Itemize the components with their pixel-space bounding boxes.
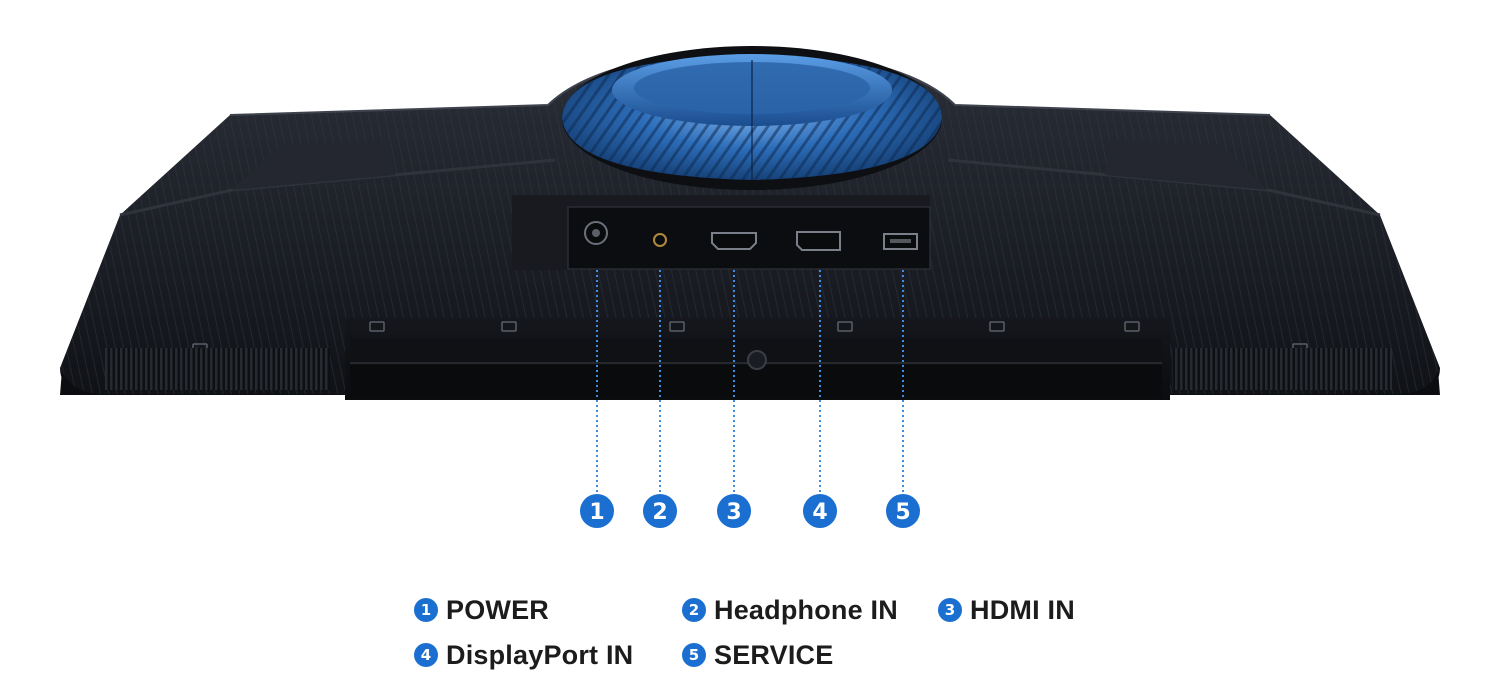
stand-ring: [562, 46, 942, 190]
port-badge-3: 3: [717, 494, 751, 528]
power-port-icon: [584, 221, 608, 245]
svg-text:5: 5: [895, 500, 910, 525]
port-badge-1: 1: [580, 494, 614, 528]
headphone-port-icon: [653, 233, 667, 247]
svg-text:4: 4: [812, 500, 827, 525]
port-badge-4: 4: [803, 494, 837, 528]
hdmi-port-icon: [711, 232, 757, 250]
lower-chassis: [105, 318, 1392, 400]
port-badge-2: 2: [643, 494, 677, 528]
svg-text:1: 1: [589, 500, 604, 525]
svg-text:3: 3: [726, 500, 741, 525]
svg-text:2: 2: [652, 500, 667, 525]
port-badge-5: 5: [886, 494, 920, 528]
service-port-icon: [883, 233, 918, 250]
displayport-port-icon: [796, 231, 841, 251]
